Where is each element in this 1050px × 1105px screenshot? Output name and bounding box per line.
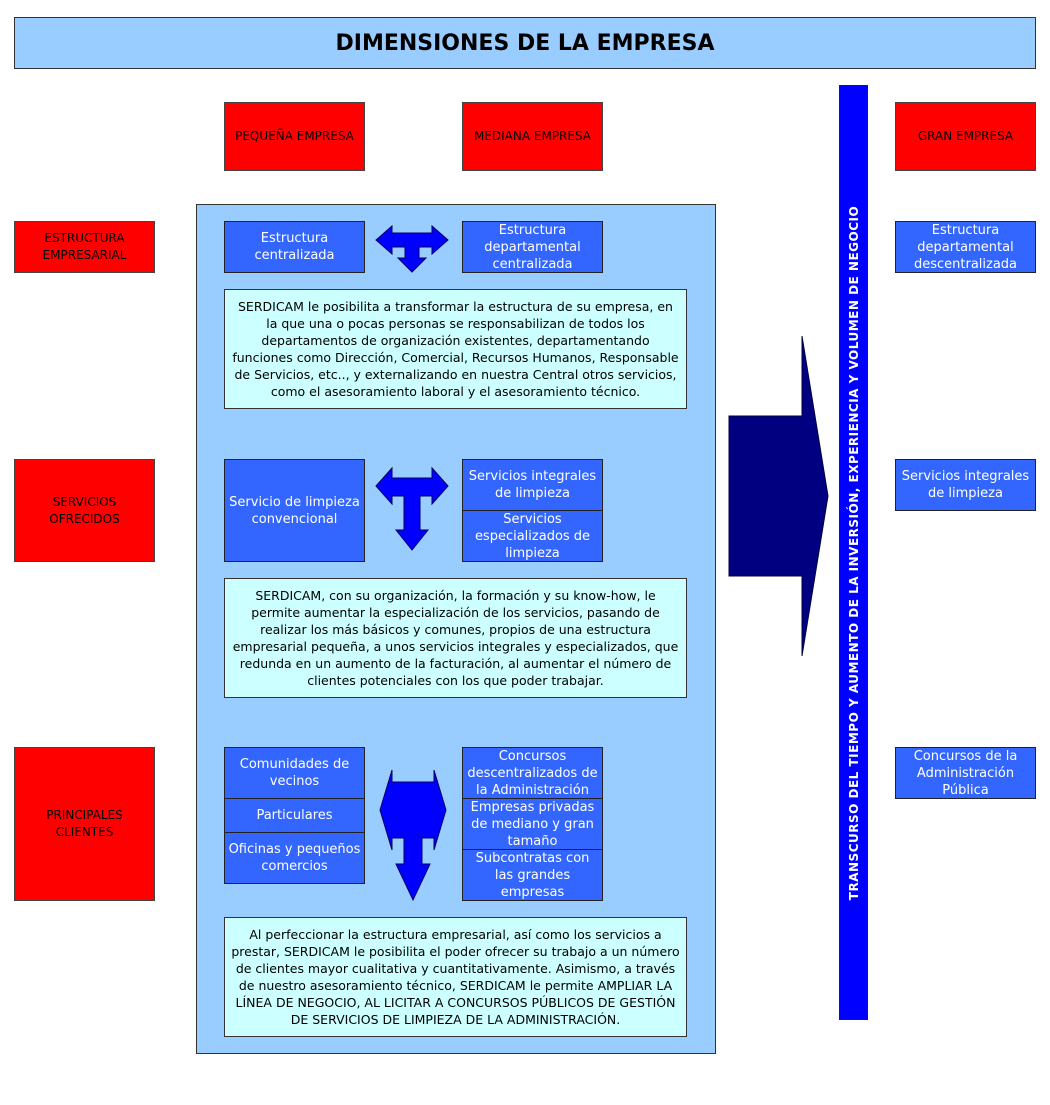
time-investment-bar: TRANSCURSO DEL TIEMPO Y AUMENTO DE LA IN… bbox=[839, 85, 868, 1020]
time-investment-label: TRANSCURSO DEL TIEMPO Y AUMENTO DE LA IN… bbox=[846, 205, 861, 900]
clients-medium-box-private: Empresas privadas de mediano y gran tama… bbox=[462, 798, 603, 850]
services-medium-box-integral: Servicios integrales de limpieza bbox=[462, 459, 603, 511]
clients-large-box: Concursos de la Administración Pública bbox=[895, 747, 1036, 799]
column-header-small: PEQUEÑA EMPRESA bbox=[224, 102, 365, 171]
structure-small-box: Estructura centralizada bbox=[224, 221, 365, 273]
structure-large-box: Estructura departamental descentralizada bbox=[895, 221, 1036, 273]
clients-description: Al perfeccionar la estructura empresaria… bbox=[224, 917, 687, 1037]
clients-small-box-individuals: Particulares bbox=[224, 798, 365, 833]
services-large-box: Servicios integrales de limpieza bbox=[895, 459, 1036, 511]
clients-medium-box-tenders: Concursos descentralizados de la Adminis… bbox=[462, 747, 603, 799]
page-title: DIMENSIONES DE LA EMPRESA bbox=[14, 17, 1036, 69]
clients-triple-arrow-icon bbox=[379, 769, 447, 902]
clients-medium-box-subcontracts: Subcontratas con las grandes empresas bbox=[462, 849, 603, 901]
services-small-box: Servicio de limpieza convencional bbox=[224, 459, 365, 562]
column-header-medium: MEDIANA EMPRESA bbox=[462, 102, 603, 171]
structure-double-arrow-icon bbox=[375, 224, 449, 273]
row-header-services: SERVICIOS OFRECIDOS bbox=[14, 459, 155, 562]
row-header-structure: ESTRUCTURA EMPRESARIAL bbox=[14, 221, 155, 273]
structure-description: SERDICAM le posibilita a transformar la … bbox=[224, 289, 687, 409]
services-medium-box-specialized: Servicios especializados de limpieza bbox=[462, 510, 603, 562]
row-header-clients: PRINCIPALES CLIENTES bbox=[14, 747, 155, 901]
big-right-arrow-icon bbox=[728, 335, 829, 657]
clients-small-box-offices: Oficinas y pequeños comercios bbox=[224, 832, 365, 884]
structure-medium-box: Estructura departamental centralizada bbox=[462, 221, 603, 273]
services-triple-arrow-icon bbox=[375, 466, 449, 551]
services-description: SERDICAM, con su organización, la formac… bbox=[224, 578, 687, 698]
column-header-large: GRAN EMPRESA bbox=[895, 102, 1036, 171]
clients-small-box-communities: Comunidades de vecinos bbox=[224, 747, 365, 799]
